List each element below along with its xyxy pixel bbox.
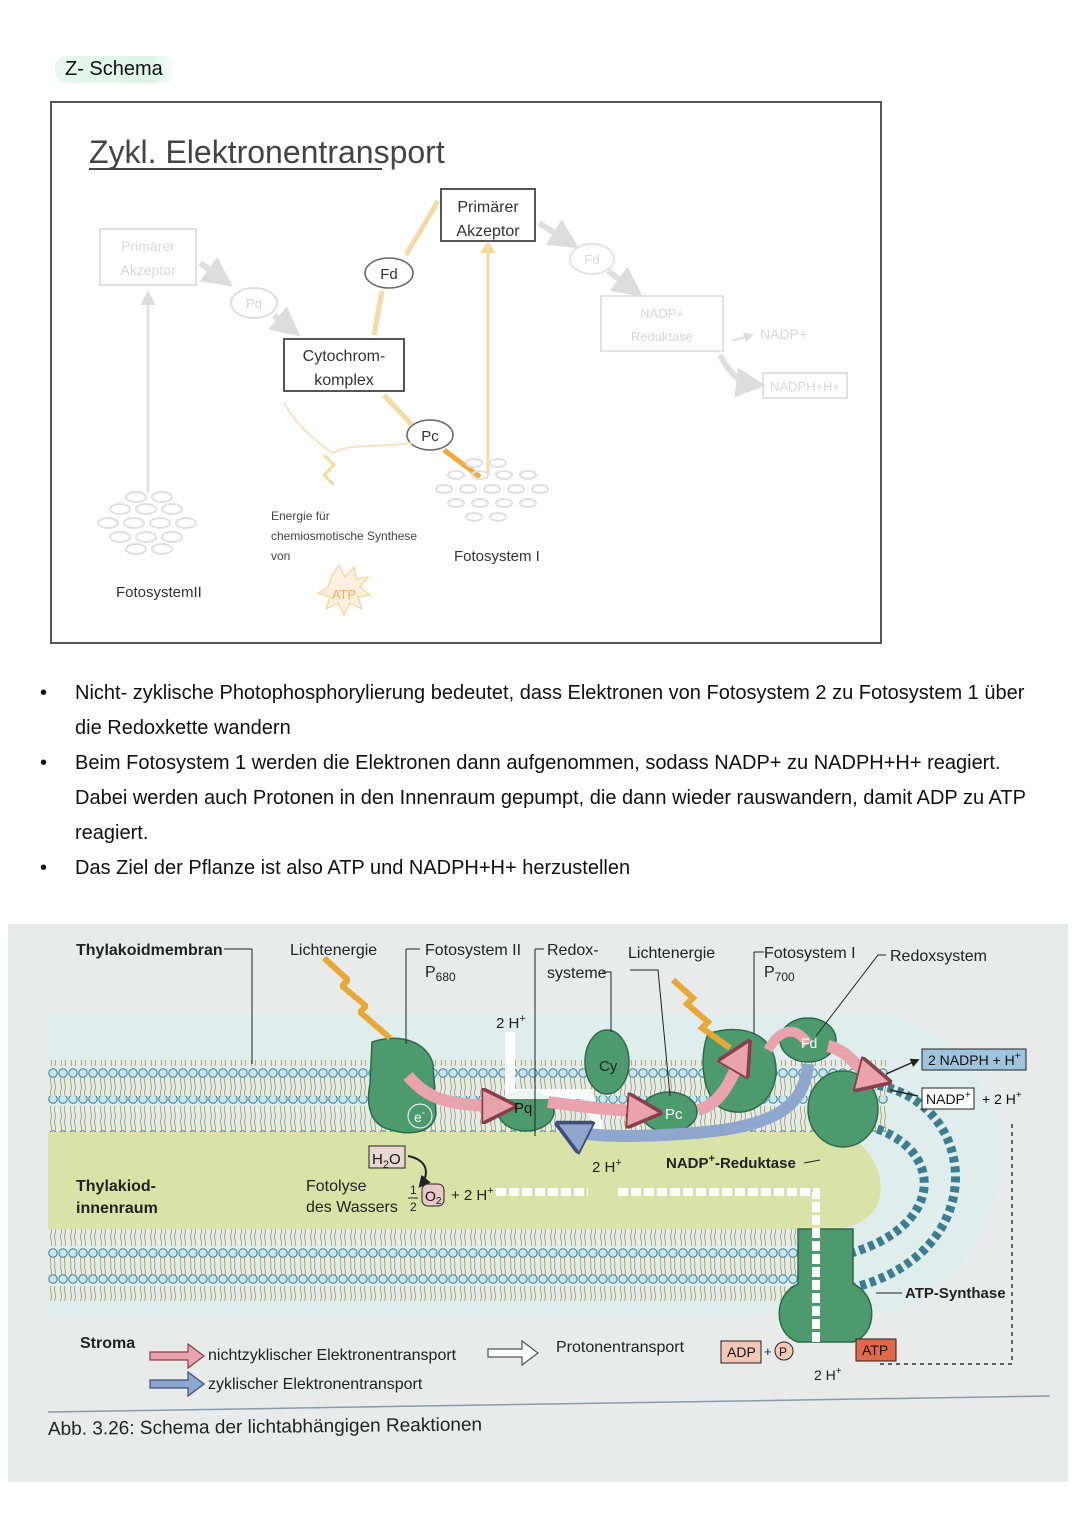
nadph-box	[921, 1048, 1027, 1071]
label-half-den: 2	[410, 1200, 417, 1214]
membrane-bottom-outer	[48, 1265, 848, 1301]
bullet-list: • Nicht- zyklische Photophosphorylierung …	[40, 676, 1050, 886]
pq-faded: Pq	[246, 296, 262, 311]
label-stroma: Stroma	[80, 1335, 135, 1352]
phosphate-circle	[774, 1341, 794, 1361]
bullet-text: Das Ziel der Pflanze ist also ATP und NA…	[75, 857, 631, 879]
nadp-red-l2: Reduktase	[631, 329, 693, 344]
energie-l2: chemiosmotische Synthese	[271, 529, 417, 543]
label-redoxsystem: Redoxsystem	[890, 948, 987, 965]
label-p: P	[779, 1345, 787, 1359]
primaer-left-l2: Akzeptor	[120, 262, 176, 278]
nadp-red-l1: NADP+	[640, 306, 684, 321]
energie-l3: von	[271, 549, 290, 563]
label-fotolyse-1: Fotolyse	[306, 1178, 367, 1195]
nadp-reductase-complex	[807, 1070, 879, 1148]
label-2h-top: 2 H+	[496, 1013, 526, 1032]
light-reactions-svg: Thylakoidmembran Lichtenergie Fotosystem…	[48, 942, 1051, 1440]
cyclic-transport-svg: Zykl. Elektronentransport Primärer Akzep…	[89, 134, 848, 617]
legend-pink-arrow-icon	[149, 1342, 205, 1370]
label-fotosystem1: Fotosystem I	[764, 945, 856, 962]
legend-protonentransport: Protonentransport	[556, 1339, 685, 1356]
label-h2o: H2O	[372, 1151, 401, 1171]
label-p700: P700	[764, 964, 795, 984]
nadp-box	[921, 1087, 975, 1110]
o2-box	[421, 1183, 445, 1207]
section-heading: Z- Schema	[55, 56, 177, 83]
label-nadph: 2 NADPH + H+	[928, 1051, 1021, 1068]
diagram-title: Zykl. Elektronentransport	[89, 134, 445, 170]
light-bolt-2	[670, 977, 732, 1051]
bullet-dot: •	[40, 682, 48, 704]
label-innenraum-1: Thylakiod-	[76, 1178, 156, 1195]
label-cy: Cy	[599, 1058, 618, 1075]
legend-blue-arrow-icon	[149, 1370, 205, 1398]
pc-label: Pc	[421, 428, 439, 445]
label-plus: +	[764, 1344, 772, 1359]
label-lichtenergie-1: Lichtenergie	[290, 942, 377, 959]
label-2h-bottom: 2 H+	[814, 1366, 842, 1383]
label-lichtenergie-2: Lichtenergie	[628, 945, 715, 962]
bullet-dot: •	[40, 857, 48, 879]
label-p680: P680	[425, 964, 456, 984]
label-pc: Pc	[665, 1106, 683, 1123]
legend-white-arrow-icon	[487, 1339, 539, 1367]
nadp-faded: NADP+	[760, 326, 807, 342]
primaer-mid-l1: Primärer	[457, 199, 519, 216]
label-fotosystem2: Fotosystem II	[425, 942, 521, 959]
atp-star-label: ATP	[332, 587, 356, 602]
cytochrom-l1: Cytochrom-	[303, 348, 386, 365]
fotosystem2-label: FotosystemII	[116, 584, 202, 601]
cytochrom-l2: komplex	[314, 372, 374, 389]
fd-right-faded: Fd	[584, 252, 599, 267]
bullet-text: Nicht- zyklische Photophosphorylierung b…	[75, 682, 1025, 739]
label-thylakoidmembran: Thylakoidmembran	[76, 942, 223, 959]
legend-zyklisch: zyklischer Elektronentransport	[208, 1376, 423, 1393]
primaer-left-l1: Primärer	[121, 238, 175, 254]
cytochrome-complex	[584, 1029, 630, 1095]
bullet-text: Beim Fotosystem 1 werden die Elektronen …	[75, 752, 1026, 844]
legend-nichtzyklisch: nichtzyklischer Elektronentransport	[208, 1347, 457, 1364]
bullet-dot: •	[40, 752, 48, 774]
energie-l1: Energie für	[271, 509, 330, 523]
label-innenraum-2: innenraum	[76, 1200, 158, 1217]
cyclic-transport-diagram: Zykl. Elektronentransport Primärer Akzep…	[50, 101, 882, 644]
light-bolt-1	[321, 955, 392, 1041]
label-plus-2h: + 2 H+	[982, 1090, 1022, 1107]
label-2h-mid: 2 H+	[592, 1157, 622, 1176]
label-pq: Pq	[514, 1100, 532, 1117]
label-plus2h-mid: + 2 H+	[451, 1185, 494, 1204]
label-fotolyse-2: des Wassers	[306, 1199, 398, 1216]
label-half-num: 1	[410, 1183, 417, 1197]
thylakoid-lumen	[48, 1132, 881, 1229]
label-o2: O2	[425, 1188, 442, 1207]
label-electron: e-	[414, 1108, 425, 1125]
label-atp: ATP	[862, 1342, 888, 1358]
label-atp-synthase: ATP-Synthase	[905, 1285, 1006, 1302]
bullet-item: • Beim Fotosystem 1 werden die Elektronen…	[40, 746, 1050, 851]
label-redox-1: Redox-	[547, 942, 599, 959]
bullet-item: • Nicht- zyklische Photophosphorylierung …	[40, 676, 1050, 746]
primaer-mid-l2: Akzeptor	[456, 223, 520, 240]
adp-box	[720, 1340, 762, 1364]
label-nadp: NADP+	[926, 1090, 971, 1107]
atp-synthase-complex	[778, 1228, 873, 1343]
label-adp: ADP	[727, 1344, 756, 1360]
label-nadp-reduktase: NADP+-Reduktase	[666, 1153, 796, 1172]
membrane-bottom-inner	[48, 1229, 848, 1265]
label-redox-2: systeme	[547, 965, 607, 982]
bullet-item: • Das Ziel der Pflanze ist also ATP und N…	[40, 851, 1050, 886]
nadph-faded: NADPH+H+	[770, 379, 840, 394]
label-fd: Fd	[801, 1035, 817, 1051]
light-reactions-figure: Thylakoidmembran Lichtenergie Fotosystem…	[8, 924, 1068, 1482]
fotosystem1-label: Fotosystem I	[454, 548, 540, 565]
h2o-box	[368, 1145, 406, 1169]
fd-label: Fd	[380, 266, 398, 283]
figure-caption: Abb. 3.26: Schema der lichtabhängigen Re…	[48, 1414, 482, 1440]
atp-box	[855, 1338, 897, 1362]
